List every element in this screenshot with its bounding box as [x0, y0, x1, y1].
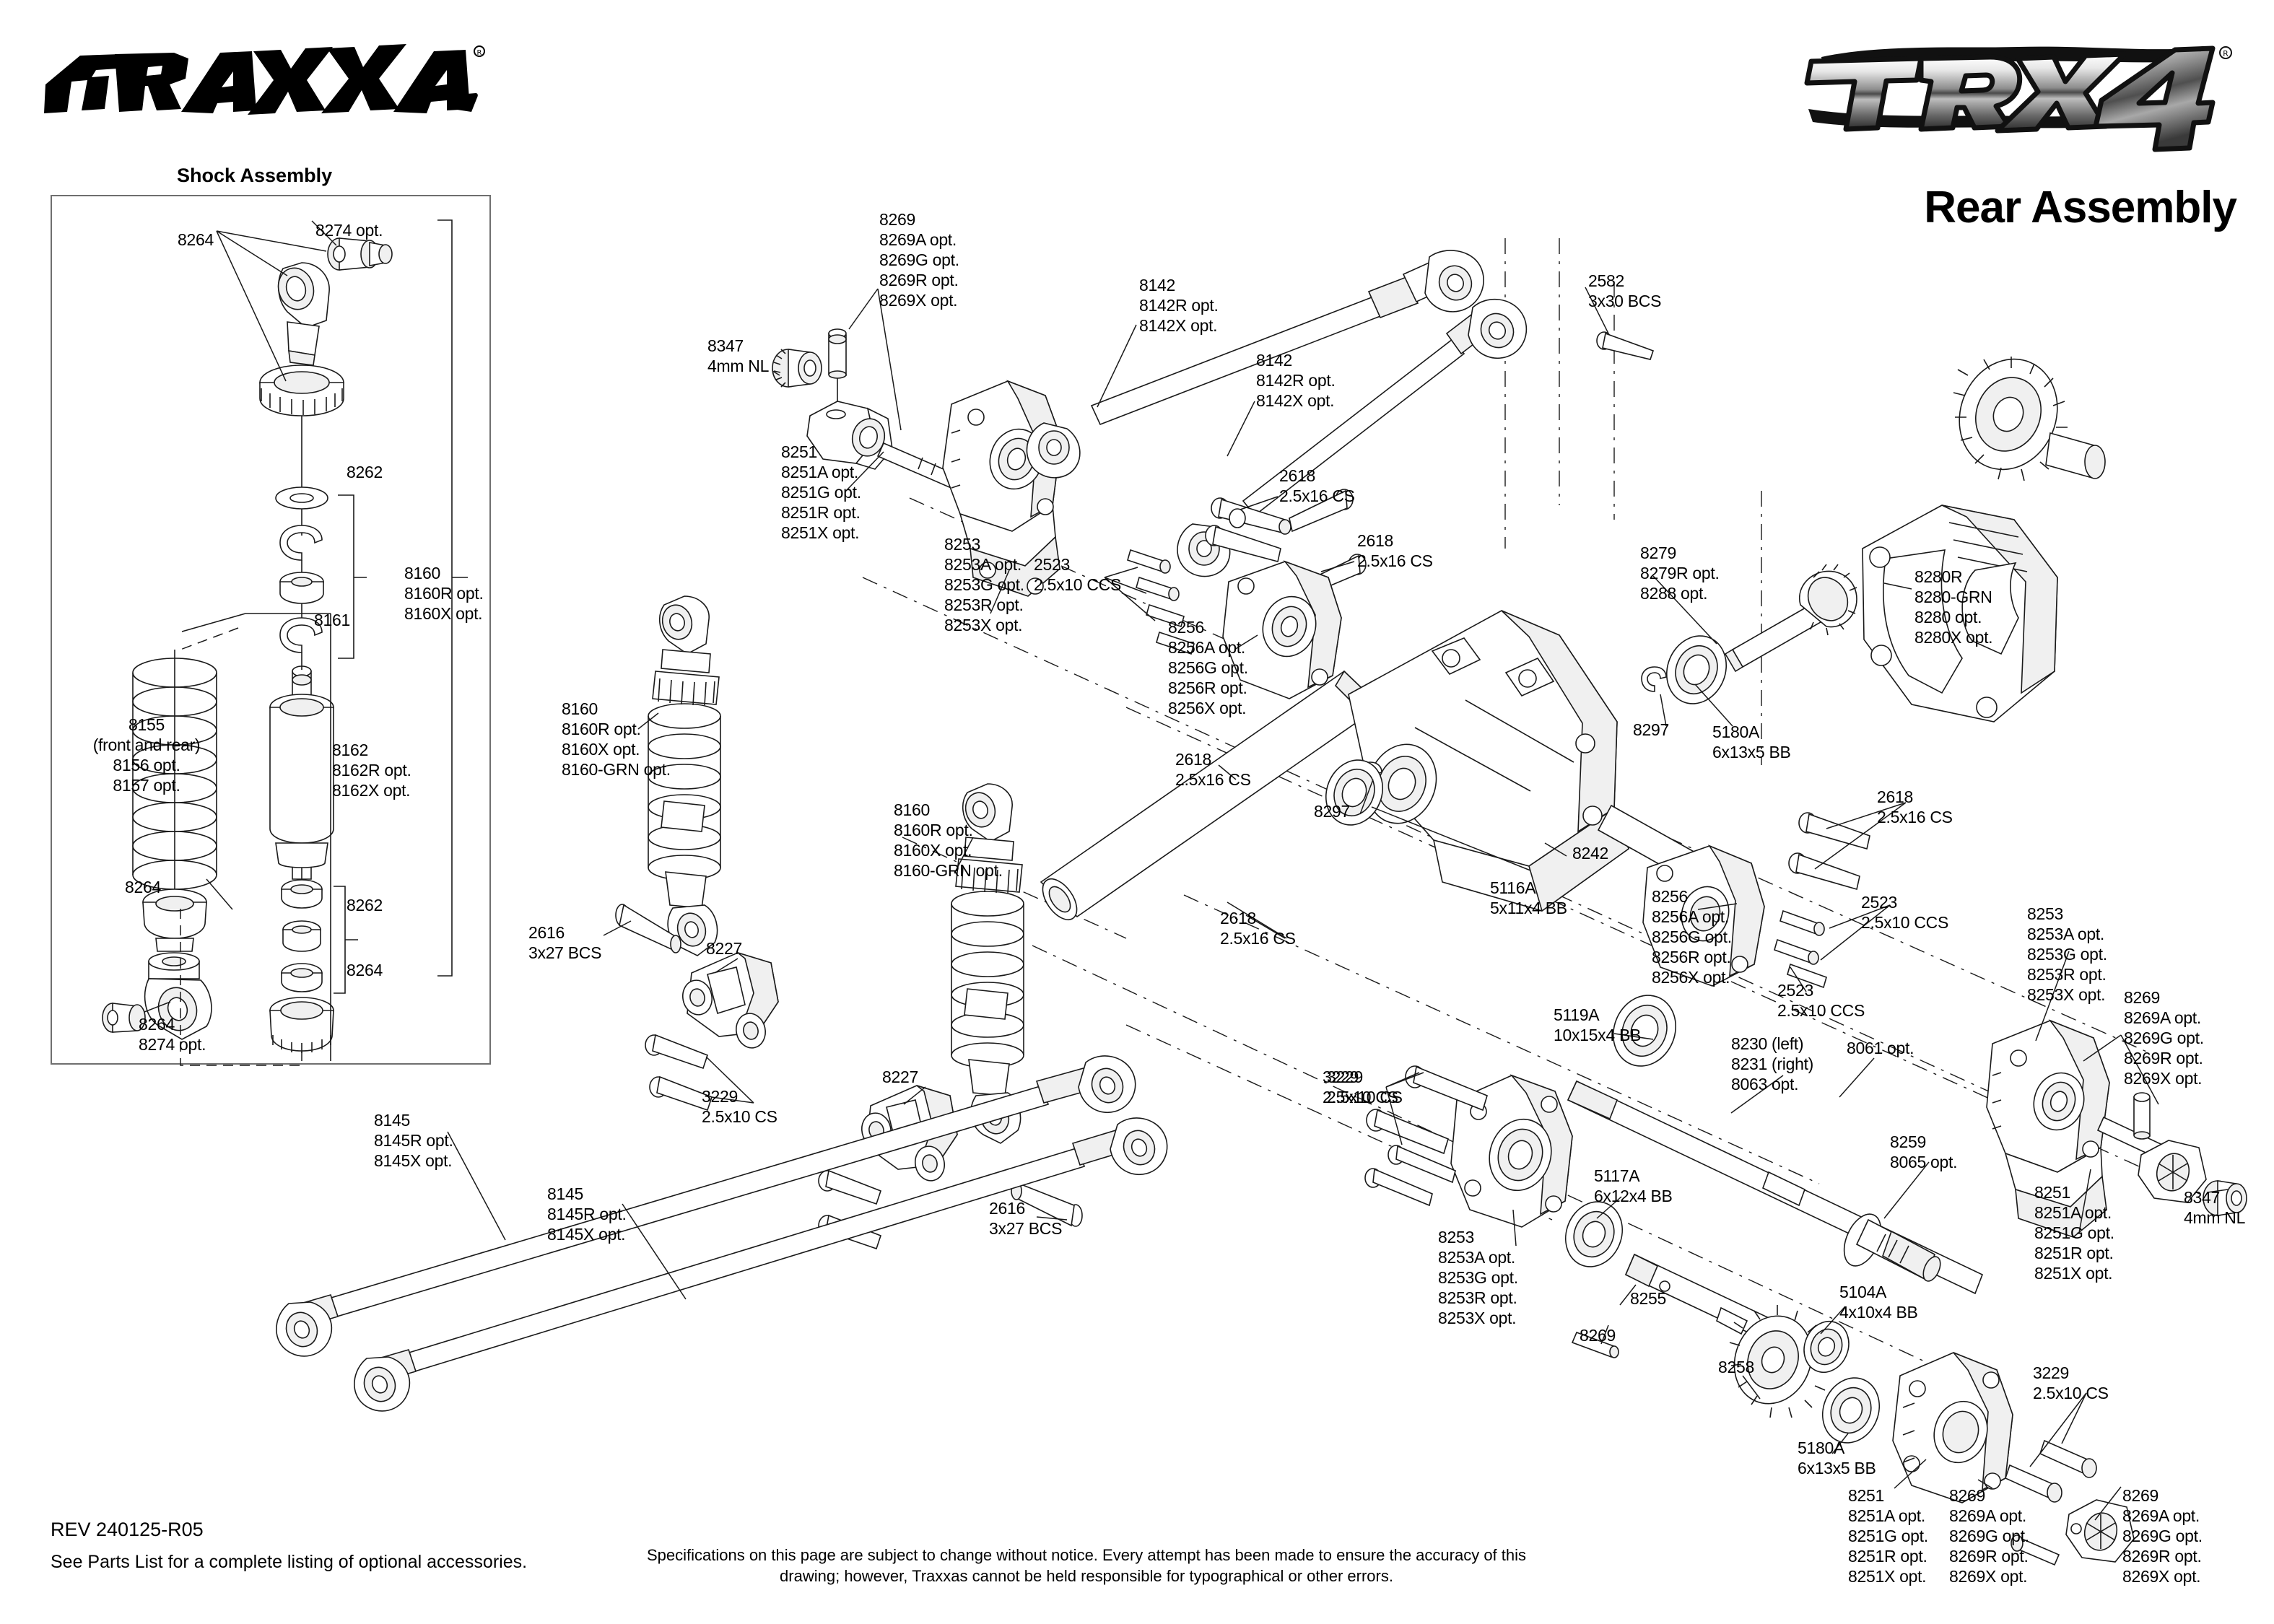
- shock-assembly-panel: [51, 195, 491, 1065]
- part-callout-sa-8264-mid: 8264: [125, 878, 161, 896]
- part-8142-lower-link: [1177, 298, 1528, 577]
- part-callout-mc-8258: 8258: [1718, 1358, 1754, 1376]
- part-callout-sa-8264-top: 8264: [178, 230, 214, 249]
- inset-panel-title: Shock Assembly: [177, 165, 333, 186]
- part-callout-mc-8269-br: 8269 8269A opt. 8269G opt. 8269R opt. 82…: [2122, 1486, 2203, 1586]
- part-callout-mc-8297-right: 8297: [1633, 720, 1669, 739]
- svg-text:R: R: [477, 49, 482, 57]
- disclaimer-text: Specifications on this page are subject …: [646, 1546, 1527, 1586]
- part-callout-sa-8262-lower: 8262: [347, 896, 383, 914]
- part-callout-mc-8280R: 8280R 8280-GRN 8280 opt. 8280X opt.: [1914, 567, 1993, 647]
- part-callout-mc-8145-upper: 8145 8145R opt. 8145X opt.: [374, 1111, 453, 1171]
- part-callout-sa-8264-bot: 8264 8274 opt.: [139, 1015, 206, 1055]
- part-callout-mc-2582: 2582 3x30 BCS: [1588, 271, 1662, 311]
- part-callout-mc-8256-upper: 8256 8256A opt. 8256G opt. 8256R opt. 82…: [1168, 618, 1248, 718]
- part-callout-mc-8145-lower: 8145 8145R opt. 8145X opt.: [547, 1184, 627, 1244]
- part-callout-mc-2618-d: 2618 2.5x16 CS: [1220, 909, 1296, 948]
- part-8259-spline: [1843, 1213, 1941, 1282]
- part-callout-mc-8255: 8255: [1630, 1289, 1666, 1308]
- revision-label: REV 240125-R05: [51, 1519, 204, 1540]
- trx4-logo: R: [1779, 40, 2242, 166]
- part-callout-mc-2523-b: 2523 2.5x10 CCS: [1861, 893, 1949, 933]
- part-callout-mc-5180A-bot: 5180A 6x13x5 BB: [1798, 1439, 1876, 1478]
- part-callout-mc-8253-left: 8253 8253A opt. 8253G opt. 8253R opt. 82…: [944, 535, 1024, 635]
- part-callout-mc-8061: 8061 opt.: [1847, 1039, 1914, 1057]
- screws-2616: [615, 904, 1083, 1227]
- part-8142-upper-link: [1026, 250, 1484, 479]
- traxxas-logo: R: [40, 40, 487, 119]
- bearing-5180A-mid: [1665, 635, 1728, 704]
- part-8347-upper: [772, 349, 822, 388]
- part-callout-mc-5117A: 5117A 6x12x4 BB: [1594, 1166, 1673, 1206]
- bearing-5104A: [1803, 1320, 1850, 1374]
- part-callout-mc-2523-c: 2523 2.5x10 CCS: [1777, 981, 1865, 1021]
- screws-2618-right: [1788, 812, 1870, 891]
- part-callout-mc-8269-top: 8269 8269A opt. 8269G opt. 8269R opt. 82…: [879, 210, 959, 310]
- part-callout-mc-2618-a: 2618 2.5x16 CS: [1279, 466, 1355, 506]
- part-callout-mc-8253-bottom: 8253 8253A opt. 8253G opt. 8253R opt. 82…: [1438, 1228, 1518, 1328]
- part-callout-mc-3229-c: 3229 2.5x10 CS: [1327, 1068, 1403, 1107]
- part-callout-mc-8160-leftshock: 8160 8160R opt. 8160X opt. 8160-GRN opt.: [562, 699, 671, 780]
- part-callout-mc-8256-lower: 8256 8256A opt. 8256G opt. 8256R opt. 82…: [1652, 887, 1732, 987]
- part-callout-mc-8259: 8259 8065 opt.: [1890, 1132, 1958, 1172]
- part-callout-mc-8269-right: 8269 8269A opt. 8269G opt. 8269R opt. 82…: [2124, 988, 2204, 1088]
- part-8269-upper: [828, 328, 847, 401]
- part-callout-sa-8162: 8162 8162R opt. 8162X opt.: [332, 741, 411, 800]
- part-8227-mount-a: [682, 952, 779, 1049]
- parts-list-note: See Parts List for a complete listing of…: [51, 1552, 528, 1572]
- part-callout-mc-5116A: 5116A 5x11x4 BB: [1490, 878, 1567, 918]
- part-callout-mc-8347-left: 8347 4mm NL: [707, 336, 770, 376]
- part-8145-link-lower: [354, 1117, 1168, 1412]
- part-callout-mc-8251-left: 8251 8251A opt. 8251G opt. 8251R opt. 82…: [781, 442, 861, 543]
- part-callout-mc-8279: 8279 8279R opt. 8288 opt.: [1640, 543, 1720, 603]
- part-callout-mc-8297-mid: 8297: [1314, 802, 1350, 821]
- part-callout-sa-8274-top: 8274 opt.: [315, 221, 383, 240]
- part-callout-mc-8251-bottom: 8251 8251A opt. 8251G opt. 8251R opt. 82…: [1848, 1486, 1928, 1586]
- part-callout-mc-8269-bl: 8269: [1580, 1326, 1616, 1345]
- part-8227-mount-b: [861, 1085, 958, 1182]
- part-callout-mc-2618-e: 2618 2.5x16 CS: [1877, 787, 1953, 827]
- part-callout-mc-8227-a: 8227: [706, 939, 742, 958]
- part-8242-axle-housing: [1348, 610, 1629, 912]
- part-callout-mc-8142-lower: 8142 8142R opt. 8142X opt.: [1256, 351, 1336, 411]
- part-callout-mc-3229-a: 3229 2.5x10 CS: [702, 1087, 777, 1127]
- part-callout-mc-8242: 8242: [1572, 844, 1608, 863]
- part-callout-mc-8251-right: 8251 8251A opt. 8251G opt. 8251R opt. 82…: [2034, 1183, 2114, 1283]
- part-callout-sa-8264-lower: 8264: [347, 961, 383, 979]
- part-callout-mc-2523-upper: 2523 2.5x10 CCS: [1034, 555, 1122, 595]
- part-8251-portal-bottom: [1892, 1352, 2013, 1503]
- part-callout-mc-8269-bc: 8269 8269A opt. 8269G opt. 8269R opt. 82…: [1949, 1486, 2029, 1586]
- part-callout-mc-8227-b: 8227: [882, 1068, 918, 1086]
- main-exploded-artwork: [276, 238, 2247, 1566]
- screws-3229-left: [645, 1034, 881, 1250]
- part-8269-right: [2133, 1092, 2151, 1140]
- part-callout-mc-2618-c: 2618 2.5x16 CS: [1175, 750, 1251, 790]
- part-callout-mc-5180A-mid: 5180A 6x13x5 BB: [1712, 722, 1791, 762]
- svg-text:R: R: [2223, 49, 2229, 58]
- part-callout-sa-8160: 8160 8160R opt. 8160X opt.: [404, 564, 484, 624]
- page-title: Rear Assembly: [1924, 183, 2237, 232]
- part-callout-mc-2616-a: 2616 3x27 BCS: [528, 923, 602, 963]
- part-callout-mc-3229-br: 3229 2.5x10 CS: [2033, 1363, 2109, 1403]
- part-callout-mc-8230: 8230 (left) 8231 (right) 8063 opt.: [1731, 1034, 1814, 1094]
- part-callout-sa-8262-upper: 8262: [347, 463, 383, 481]
- part-callout-sa-8161: 8161: [314, 611, 350, 629]
- part-callout-mc-8160-rightshock: 8160 8160R opt. 8160X opt. 8160-GRN opt.: [894, 800, 1003, 881]
- clips-8297: [1356, 666, 1667, 787]
- part-callout-mc-8253-right: 8253 8253A opt. 8253G opt. 8253R opt. 82…: [2027, 904, 2107, 1005]
- part-callout-mc-5119A: 5119A 10x15x4 BB: [1554, 1005, 1642, 1045]
- crown-gear-top-right: [1953, 357, 2106, 481]
- screws-2523-right: [1774, 909, 1827, 989]
- part-callout-mc-2616-b: 2616 3x27 BCS: [989, 1199, 1063, 1239]
- part-callout-mc-2618-b: 2618 2.5x16 CS: [1357, 531, 1433, 571]
- part-callout-mc-5104A: 5104A 4x10x4 BB: [1839, 1283, 1918, 1322]
- part-8253-portal-bottom: [1450, 1074, 1573, 1228]
- part-callout-mc-8347-right: 8347 4mm NL: [2184, 1188, 2246, 1228]
- part-callout-mc-8142-upper: 8142 8142R opt. 8142X opt.: [1139, 276, 1219, 336]
- part-2582-screw: [1596, 331, 1655, 360]
- part-callout-sa-8155: 8155 (front and rear) 8156 opt. 8157 opt…: [92, 715, 201, 795]
- part-8279-pinion: [1724, 564, 1857, 673]
- part-callout-mc-3229-bl: 3229 2.5x10 CS: [1323, 1068, 1398, 1107]
